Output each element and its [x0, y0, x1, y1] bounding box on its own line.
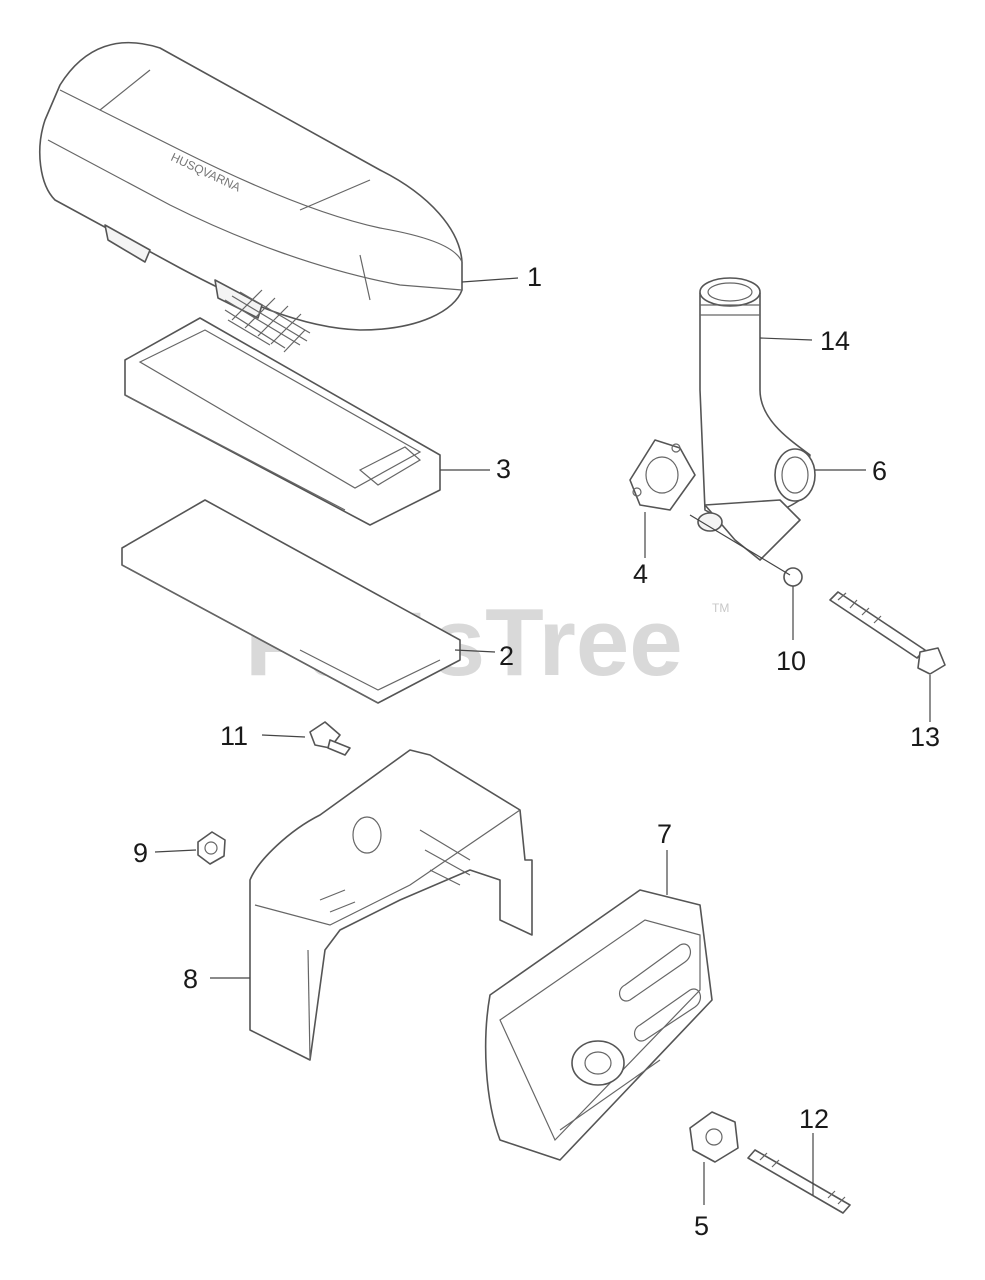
leader-lines [154, 277, 931, 1205]
washer[interactable] [783, 567, 803, 587]
heat-shield[interactable] [249, 749, 533, 1061]
muffler-nut[interactable] [197, 831, 226, 865]
callout-13: 13 [910, 722, 940, 752]
callout-7: 7 [657, 819, 672, 849]
callout-5: 5 [694, 1211, 709, 1241]
callout-10: 10 [776, 646, 806, 676]
callout-6: 6 [872, 456, 887, 486]
callout-3: 3 [496, 454, 511, 484]
exhaust-flange-nut[interactable] [689, 1111, 739, 1163]
callout-1: 1 [527, 262, 542, 292]
callout-11: 11 [220, 721, 248, 751]
callout-4: 4 [633, 559, 648, 589]
heat-shield-screw[interactable] [309, 721, 351, 756]
callout-9: 9 [133, 838, 148, 868]
muffler[interactable] [484, 889, 713, 1161]
pre-filter-pad[interactable] [121, 499, 461, 704]
filter-mesh [224, 289, 311, 353]
long-bolt[interactable] [829, 591, 946, 675]
air-filter-element[interactable] [124, 289, 441, 526]
callout-2: 2 [499, 641, 514, 671]
intake-gasket[interactable] [629, 439, 696, 511]
air-filter-cover[interactable]: HUSQVARNA [39, 41, 463, 331]
intake-elbow[interactable] [697, 277, 816, 561]
watermark-trademark: TM [712, 601, 729, 615]
callout-14: 14 [820, 326, 850, 356]
callout-8: 8 [183, 964, 198, 994]
stud-bolt[interactable] [747, 1149, 851, 1214]
callout-12: 12 [799, 1104, 829, 1134]
